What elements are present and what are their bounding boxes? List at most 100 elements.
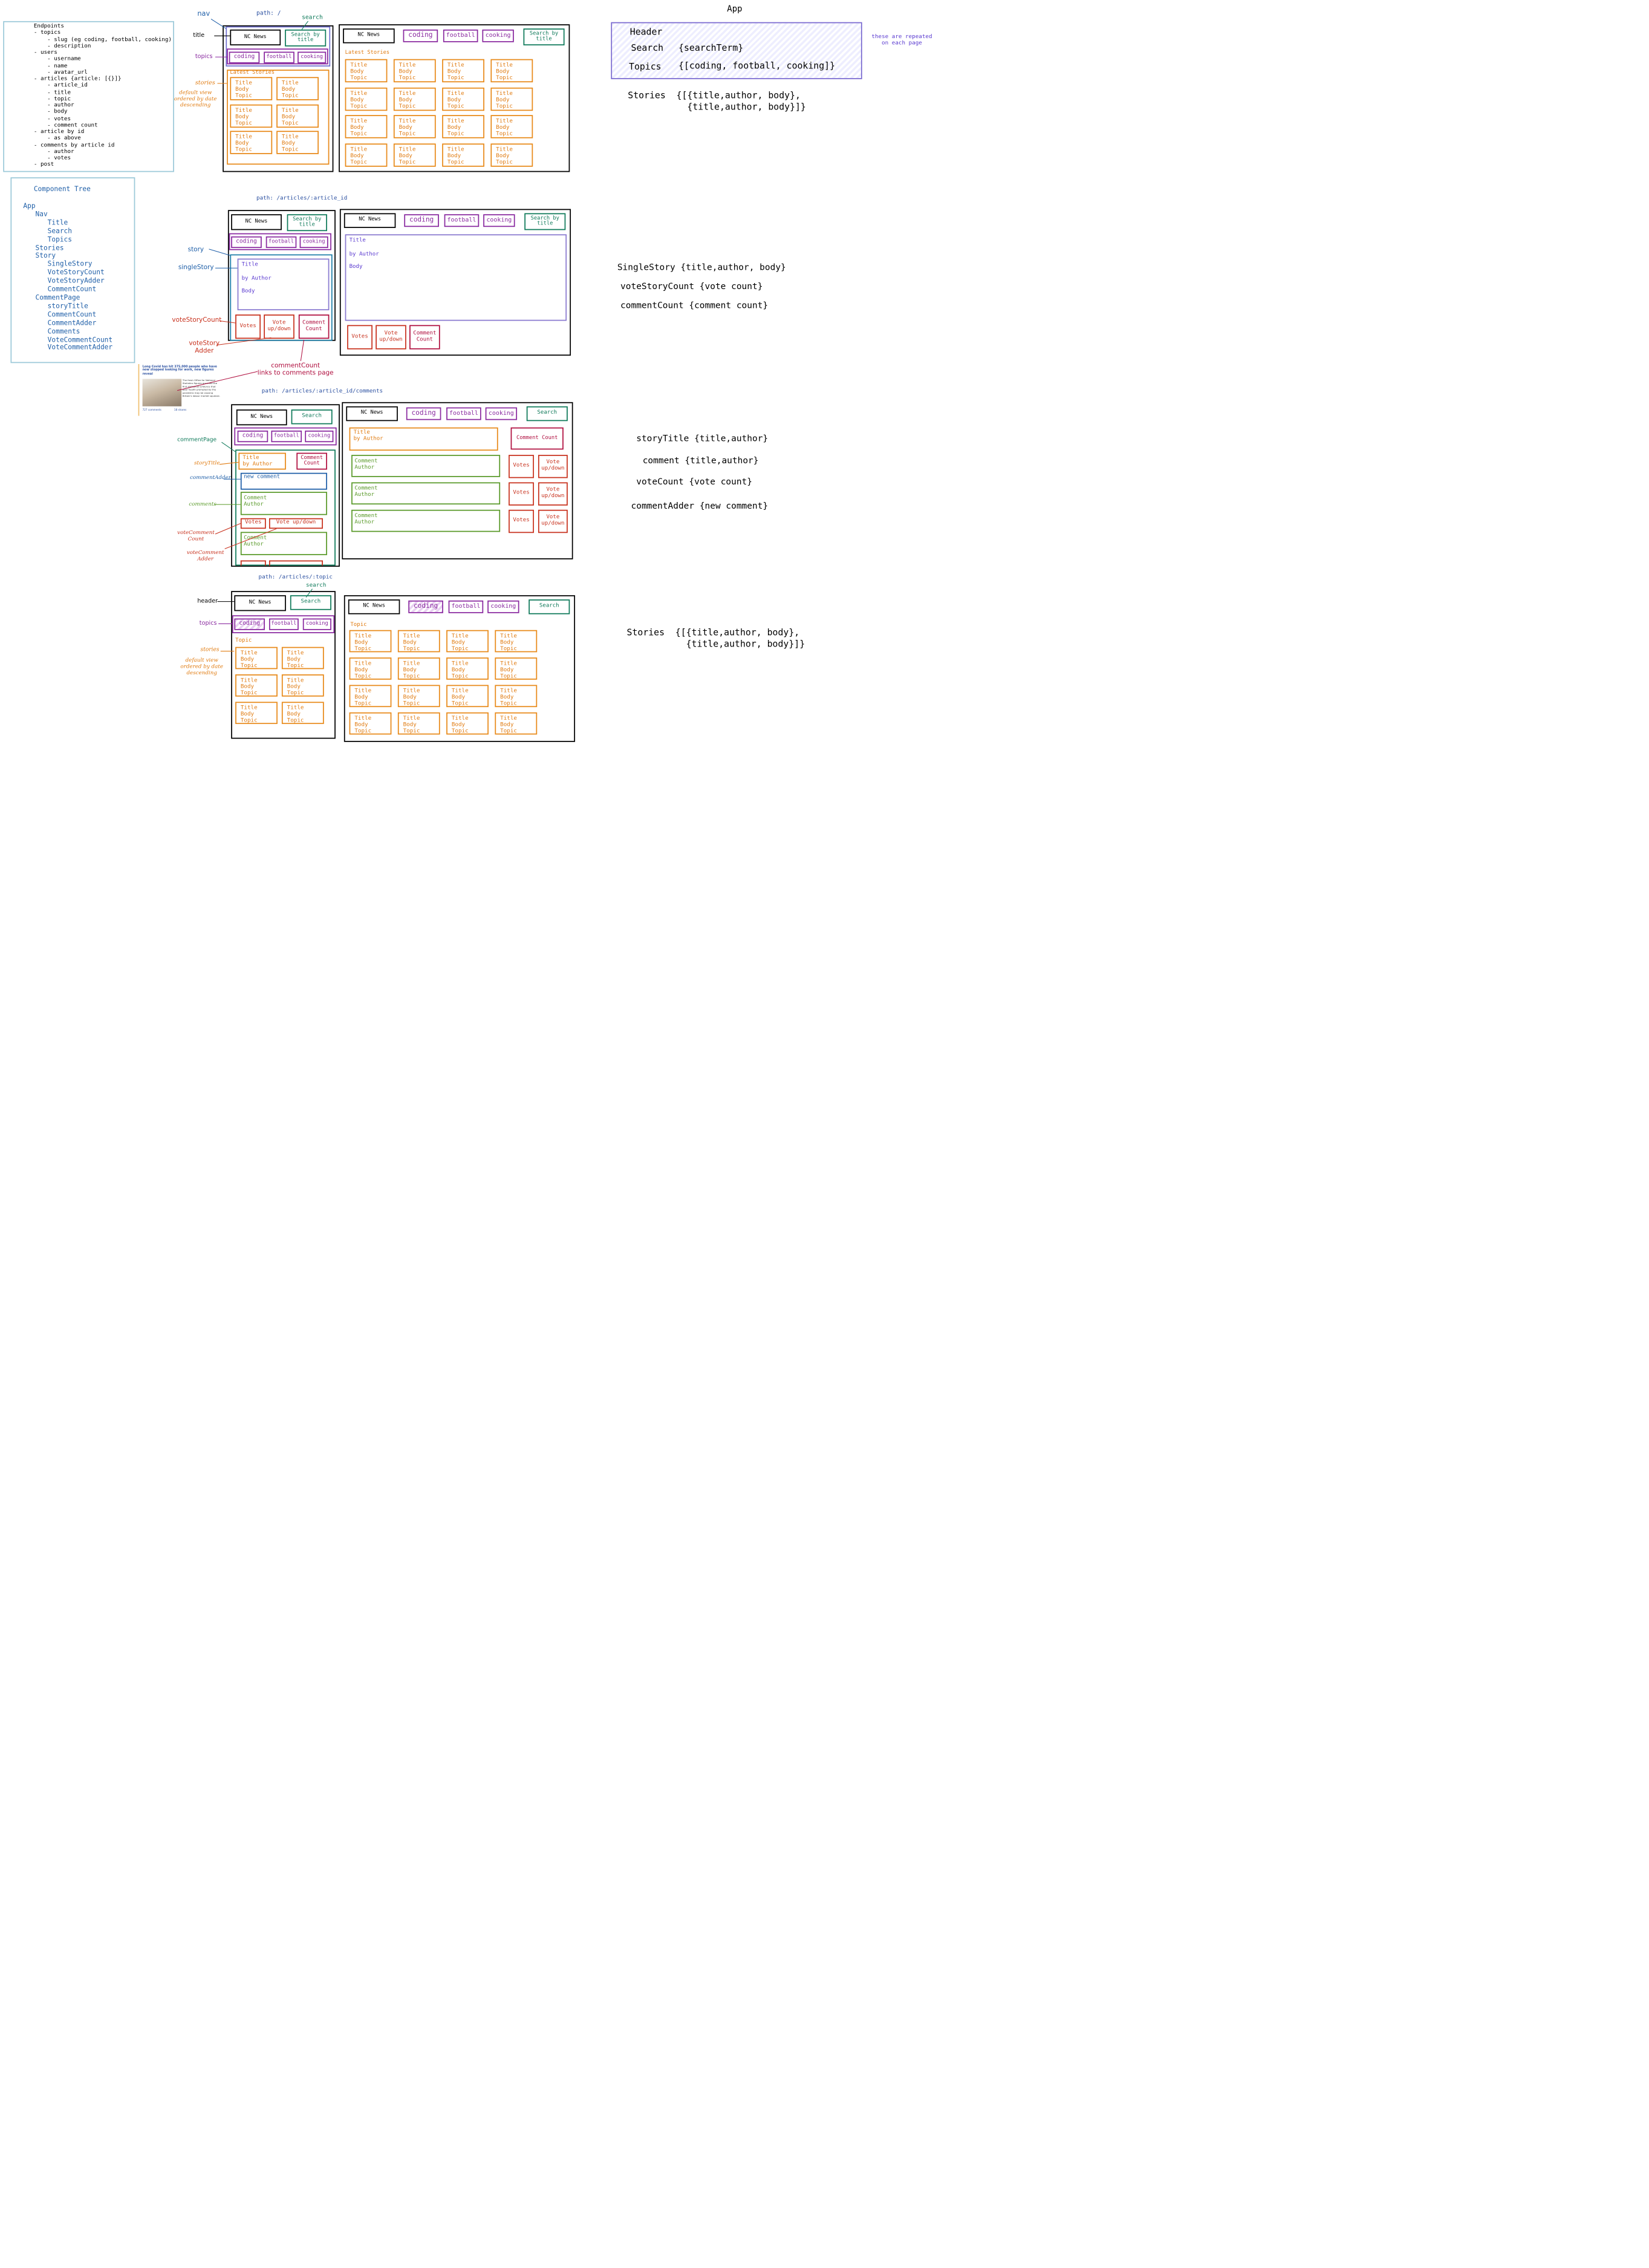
- story-card[interactable]: Title Body Topic: [442, 59, 484, 83]
- topic-football[interactable]: football: [443, 29, 478, 42]
- search-by-title-button[interactable]: Search by title: [524, 213, 566, 230]
- topic-coding[interactable]: coding: [237, 430, 268, 443]
- topic-cooking[interactable]: cooking: [305, 430, 334, 443]
- story-card[interactable]: Title Body Topic: [393, 143, 436, 166]
- story-card[interactable]: Title Body Topic: [495, 630, 538, 653]
- vote-updown-button[interactable]: Vote up/down: [376, 325, 406, 350]
- story-card[interactable]: Title Body Topic: [345, 143, 388, 166]
- topic-football[interactable]: football: [271, 430, 302, 443]
- story-card[interactable]: Title Body Topic: [442, 86, 484, 111]
- vote-updown-button[interactable]: Vote up/down: [268, 518, 323, 529]
- topic-coding[interactable]: coding: [229, 51, 260, 64]
- topic-coding-selected[interactable]: coding: [234, 618, 265, 630]
- topic-coding[interactable]: coding: [406, 407, 441, 420]
- story-card[interactable]: Title Body Topic: [345, 115, 388, 138]
- story-card[interactable]: Title Body Topic: [349, 657, 392, 680]
- topic-football[interactable]: football: [268, 618, 299, 630]
- topic-cooking[interactable]: cooking: [483, 214, 515, 227]
- app-row-header-key: Header: [629, 27, 663, 38]
- story-card[interactable]: Title Body Topic: [393, 59, 436, 83]
- story-card[interactable]: Title Body Topic: [490, 59, 533, 83]
- topic-football[interactable]: football: [448, 600, 484, 613]
- story-card[interactable]: Title Body Topic: [281, 702, 324, 724]
- story-card[interactable]: Title Body Topic: [397, 657, 440, 680]
- comment-count-box[interactable]: Comment Count: [510, 427, 564, 450]
- story-card[interactable]: Title Body Topic: [495, 712, 538, 735]
- path-home-label: path: /: [256, 10, 281, 17]
- story-card[interactable]: Title Body Topic: [345, 59, 388, 83]
- topic-coding-selected[interactable]: coding: [408, 600, 443, 613]
- story-card[interactable]: Title Body Topic: [276, 131, 319, 154]
- story-card[interactable]: Title Body Topic: [442, 143, 484, 166]
- story-card[interactable]: Title Body Topic: [490, 115, 533, 138]
- story-card[interactable]: Title Body Topic: [281, 674, 324, 697]
- nc-news-title[interactable]: NC News: [343, 28, 395, 44]
- topic-coding[interactable]: coding: [403, 29, 438, 42]
- topic-cooking[interactable]: cooking: [487, 600, 519, 613]
- story-card[interactable]: Title Body Topic: [230, 77, 273, 100]
- topic-football[interactable]: football: [444, 214, 480, 227]
- topic-cooking[interactable]: cooking: [485, 407, 518, 420]
- search-by-title-button[interactable]: Search by title: [523, 28, 565, 46]
- story-card[interactable]: Title Body Topic: [276, 77, 319, 100]
- comment-count-box[interactable]: Comment Count: [296, 452, 327, 470]
- story-card[interactable]: Title Body Topic: [495, 657, 538, 680]
- vote-updown-button[interactable]: Vote up/down: [538, 455, 568, 478]
- new-comment-input[interactable]: new comment: [240, 472, 327, 490]
- story-card[interactable]: Title Body Topic: [230, 131, 273, 154]
- nc-news-title[interactable]: NC News: [343, 213, 396, 228]
- story-card[interactable]: Title Body Topic: [397, 685, 440, 707]
- label-title: title: [193, 33, 205, 39]
- search-button[interactable]: Search: [290, 595, 331, 610]
- story-card[interactable]: Title Body Topic: [446, 630, 489, 653]
- topic-cooking[interactable]: cooking: [298, 51, 327, 64]
- search-by-title-button[interactable]: Search by title: [285, 29, 327, 47]
- topic-coding[interactable]: coding: [231, 236, 262, 249]
- story-card[interactable]: Title Body Topic: [393, 86, 436, 111]
- story-card[interactable]: Title Body Topic: [397, 630, 440, 653]
- vote-updown-button[interactable]: Vote up/down: [538, 482, 568, 506]
- nc-news-title[interactable]: NC News: [346, 406, 398, 422]
- topic-football[interactable]: football: [265, 236, 297, 249]
- story-card[interactable]: Title Body Topic: [397, 712, 440, 735]
- story-card[interactable]: Title Body Topic: [446, 712, 489, 735]
- story-card[interactable]: Title Body Topic: [490, 86, 533, 111]
- topic-cooking[interactable]: cooking: [302, 618, 331, 630]
- nc-news-title[interactable]: NC News: [348, 599, 400, 614]
- search-button[interactable]: Search: [526, 406, 568, 422]
- story-card[interactable]: Title Body Topic: [442, 115, 484, 138]
- nc-news-title[interactable]: NC News: [236, 409, 287, 426]
- story-card[interactable]: Title Body Topic: [490, 143, 533, 166]
- story-card[interactable]: Title Body Topic: [349, 630, 392, 653]
- vote-updown-button[interactable]: Vote up/down: [538, 509, 568, 533]
- nc-news-title[interactable]: NC News: [230, 29, 281, 46]
- comment-count-button[interactable]: Comment Count: [409, 325, 440, 350]
- nc-news-title[interactable]: NC News: [231, 214, 282, 230]
- story-card[interactable]: Title Body Topic: [349, 712, 392, 735]
- story-card[interactable]: Title Body Topic: [345, 86, 388, 111]
- topic-cooking[interactable]: cooking: [299, 236, 328, 249]
- topic-football[interactable]: football: [264, 51, 294, 64]
- story-card[interactable]: Title Body Topic: [230, 103, 273, 128]
- search-by-title-button[interactable]: Search by title: [287, 214, 327, 232]
- topic-football[interactable]: football: [446, 407, 481, 420]
- story-card[interactable]: Title Body Topic: [446, 685, 489, 707]
- story-card[interactable]: Title Body Topic: [276, 103, 319, 128]
- comment-count-button[interactable]: Comment Count: [298, 314, 330, 339]
- story-card[interactable]: Title Body Topic: [235, 674, 278, 697]
- nc-news-title[interactable]: NC News: [234, 595, 286, 611]
- vote-updown-button[interactable]: Vote up/down: [264, 314, 294, 339]
- story-card[interactable]: Title Body Topic: [349, 685, 392, 707]
- story-card[interactable]: Title Body Topic: [235, 647, 278, 670]
- endpoints-text: Endpoints - topics - slug (eg coding, fo…: [33, 23, 172, 168]
- story-card[interactable]: Title Body Topic: [235, 702, 278, 724]
- topic-coding[interactable]: coding: [404, 214, 439, 227]
- topic-cooking[interactable]: cooking: [482, 29, 514, 42]
- search-button[interactable]: Search: [529, 599, 570, 614]
- story-card[interactable]: Title Body Topic: [393, 115, 436, 138]
- story-card[interactable]: Title Body Topic: [446, 657, 489, 680]
- state-vote-count: voteCount {vote count}: [636, 475, 753, 487]
- story-card[interactable]: Title Body Topic: [281, 647, 324, 670]
- story-card[interactable]: Title Body Topic: [495, 685, 538, 707]
- search-button[interactable]: Search: [291, 409, 333, 425]
